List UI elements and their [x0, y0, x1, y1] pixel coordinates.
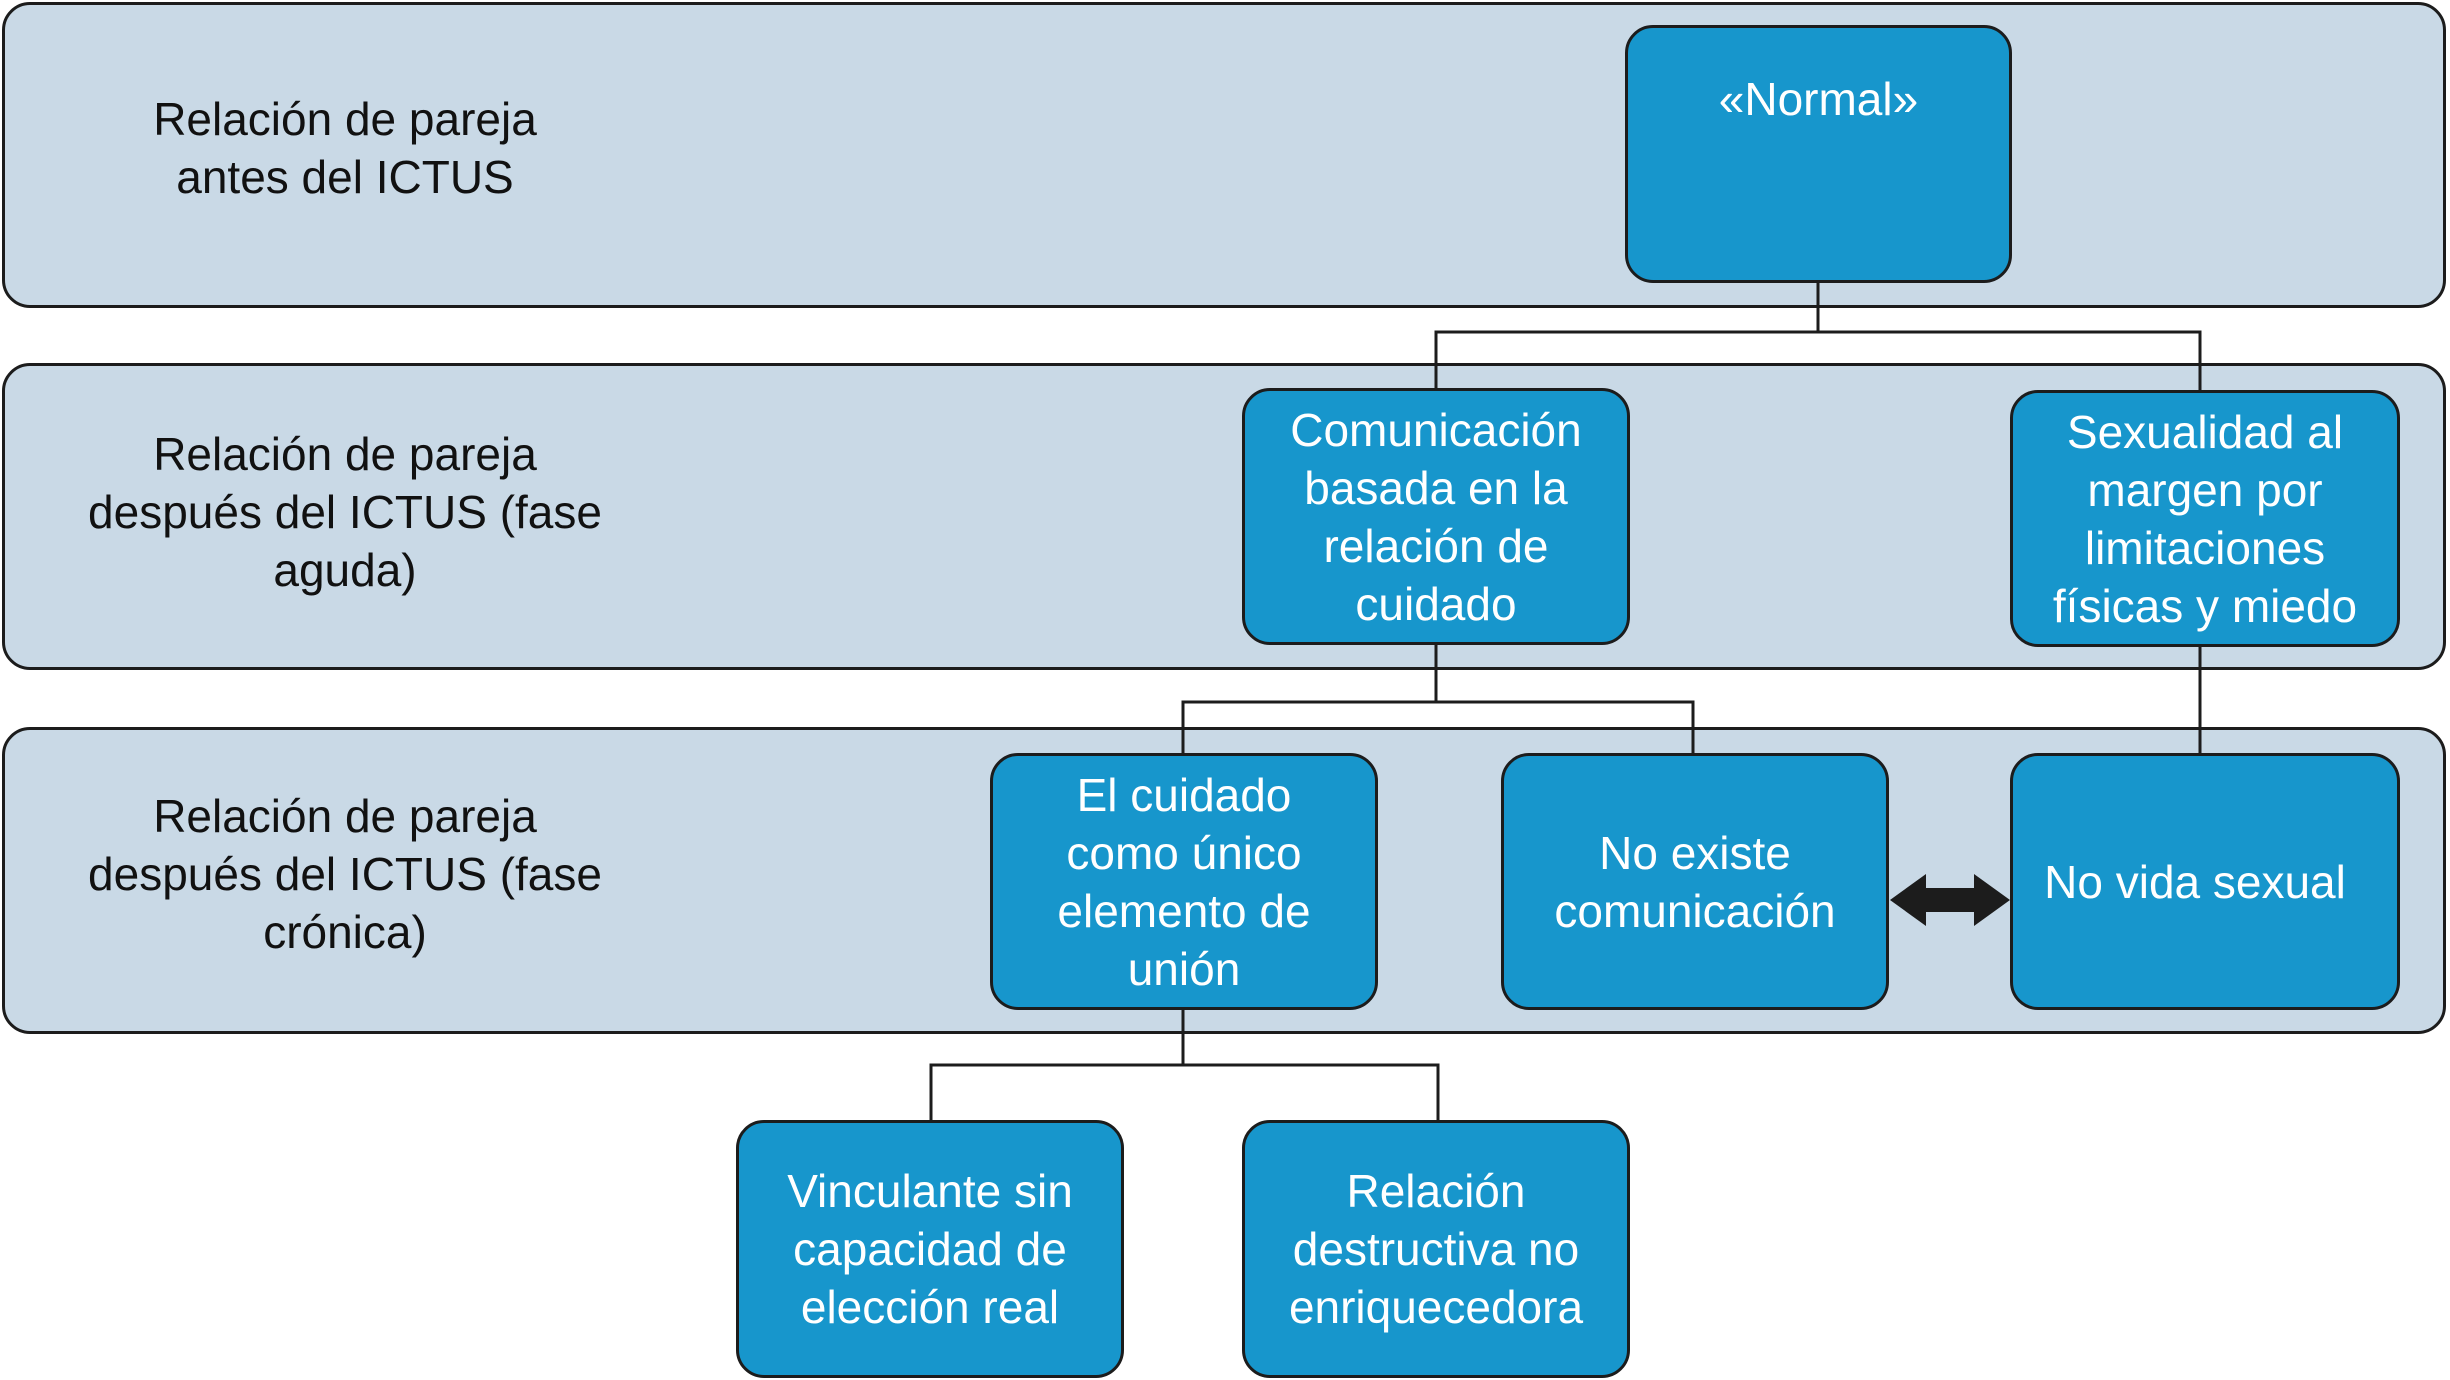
node-destructive-relation: Relación destructiva no enriquecedora [1242, 1120, 1630, 1378]
band-label-after-ictus-chronic: Relación de pareja después del ICTUS (fa… [88, 790, 602, 958]
node-care-only-union: El cuidado como único elemento de unión [990, 753, 1378, 1010]
band-label-before-ictus: Relación de pareja antes del ICTUS [153, 93, 537, 203]
node-normal: «Normal» [1625, 25, 2012, 283]
node-sexuality-margin: Sexualidad al margen por limitaciones fí… [2010, 390, 2400, 647]
node-no-sex-life: No vida sexual [2010, 753, 2400, 1010]
node-communication-care: Comunicación basada en la relación de cu… [1242, 388, 1630, 645]
node-binding-no-choice: Vinculante sin capacidad de elección rea… [736, 1120, 1124, 1378]
band-label-after-ictus-acute: Relación de pareja después del ICTUS (fa… [88, 428, 602, 596]
node-no-communication: No existe comunicación [1501, 753, 1889, 1010]
band-before-ictus [2, 2, 2446, 308]
